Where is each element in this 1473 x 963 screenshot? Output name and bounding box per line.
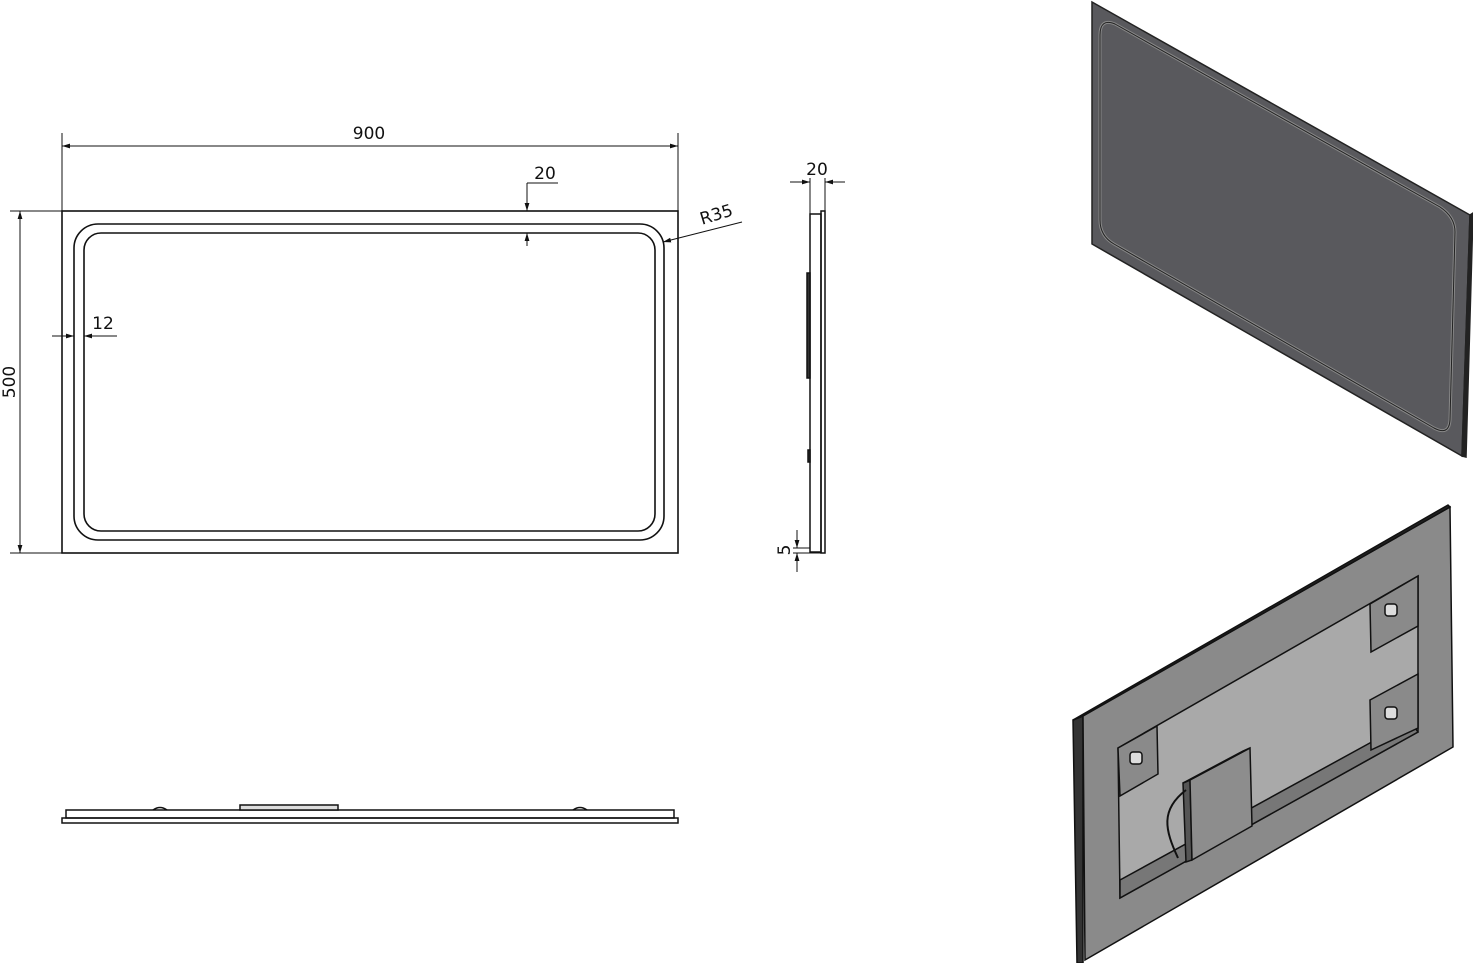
width-dim-label: 900: [353, 124, 385, 144]
led-strip-outer: [73, 223, 665, 541]
height-dim-label: 500: [0, 366, 20, 398]
bottom-view: [61, 804, 679, 824]
glass-offset-dim-label: 5: [775, 545, 795, 556]
screw-icon: [1129, 751, 1143, 765]
bracket-bump-left: [152, 806, 168, 811]
glass-panel: [820, 210, 826, 554]
sensor-bump: [807, 449, 811, 463]
led-strip-dim-label: 12: [92, 314, 114, 334]
mirror-outline: [61, 210, 679, 554]
power-cable: [1166, 789, 1187, 859]
frame-offset-dim-label: 20: [534, 164, 556, 184]
screw-icon: [1384, 706, 1398, 720]
bracket-bump-right: [572, 806, 588, 811]
led-strip-inner: [83, 232, 656, 532]
front-view: [10, 133, 743, 554]
frame-edge: [65, 809, 675, 819]
isometric-back-view: [1072, 504, 1454, 963]
isometric-front-view: [1091, 0, 1473, 458]
dimension-radius: [662, 221, 743, 243]
driver-box-edge: [239, 804, 339, 811]
dimension-glass-offset: [793, 530, 821, 572]
side-view: [790, 178, 845, 572]
dimension-width: [61, 133, 679, 211]
depth-dim-label: 20: [806, 160, 828, 180]
screw-icon: [1384, 603, 1398, 617]
hanging-bracket: [806, 272, 811, 379]
dimension-frame-offset: [524, 182, 558, 246]
glass-edge: [1072, 714, 1084, 963]
dimension-depth: [790, 178, 845, 214]
back-frame: [809, 213, 822, 553]
front-face: [1091, 0, 1471, 458]
dimension-height: [10, 210, 62, 554]
